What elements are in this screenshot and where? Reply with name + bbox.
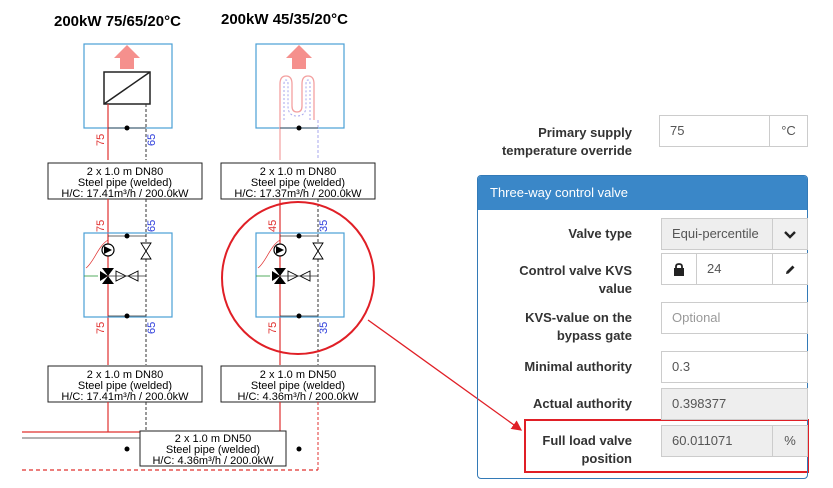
kvs-label: Control valve KVS value [478, 262, 632, 298]
left-valve-station-box[interactable] [83, 232, 173, 318]
right-return-temp-bottom: 35 [318, 322, 330, 334]
right-supply-temp-mid: 45 [267, 220, 279, 232]
right-floor-heating-icon [279, 75, 315, 120]
left-pipe-box-top[interactable] [47, 162, 203, 200]
left-return-temp-mid: 65 [146, 220, 158, 232]
left-pipe-top-line3: H/C: 17.41m³/h / 200.0kW [61, 188, 189, 200]
highlight-box [524, 419, 809, 473]
full-load-label-line1: Full load valve [542, 433, 632, 448]
left-pipe-bottom-line2: Steel pipe (welded) [78, 380, 172, 392]
minimal-authority-label: Minimal authority [524, 359, 632, 374]
kvs-label-line2: value [598, 281, 632, 296]
bypass-label: KVS-value on the bypass gate [478, 309, 632, 345]
actual-authority-value: 0.398377 [661, 388, 808, 420]
left-pipe-top-line1: 2 x 1.0 m DN80 [87, 166, 163, 178]
left-pipe-bottom-line3: H/C: 17.41m³/h / 200.0kW [61, 391, 189, 403]
highlight-circle [221, 201, 375, 355]
right-circuit-title: 200kW 45/35/20°C [221, 11, 348, 28]
primary-supply-label-line2: temperature override [501, 143, 632, 158]
right-valve-station-box[interactable] [255, 232, 345, 318]
right-pipe-bottom-line3: H/C: 4.36m³/h / 200.0kW [237, 391, 359, 403]
three-way-valve-panel: Three-way control valve [477, 175, 808, 479]
right-balancing-valve-icon [312, 242, 324, 260]
left-circuit-title: 200kW 75/65/20°C [54, 13, 181, 30]
main-pipe-line2: Steel pipe (welded) [166, 444, 260, 456]
primary-supply-input[interactable]: 75 [659, 115, 770, 147]
kvs-edit-button[interactable] [772, 253, 808, 285]
valve-type-label: Valve type [568, 226, 632, 241]
kvs-lock-button[interactable] [661, 253, 697, 285]
left-supply-temp-mid: 75 [95, 220, 107, 232]
right-heat-up-arrow-icon [286, 45, 312, 69]
primary-supply-unit: °C [769, 115, 808, 147]
primary-supply-label: Primary supply temperature override [478, 124, 632, 160]
valve-type-select[interactable]: Equi-percentile [661, 218, 773, 250]
left-return-temp-bottom: 65 [146, 322, 158, 334]
full-load-label: Full load valve position [478, 432, 632, 468]
right-pipe-bottom-line1: 2 x 1.0 m DN50 [260, 369, 336, 381]
right-return-temp-mid: 35 [318, 220, 330, 232]
bypass-input[interactable]: Optional [661, 302, 808, 334]
left-pipe-top-line2: Steel pipe (welded) [78, 177, 172, 189]
bypass-label-line1: KVS-value on the [525, 310, 632, 325]
left-pipe-box-bottom[interactable] [47, 365, 203, 403]
full-load-value: 60.011071 [661, 425, 773, 457]
right-pipe-box-bottom[interactable] [220, 365, 376, 403]
actual-authority-label: Actual authority [533, 396, 632, 411]
primary-supply-label-line1: Primary supply [538, 125, 632, 140]
full-load-unit: % [772, 425, 808, 457]
right-pipe-top-line2: Steel pipe (welded) [251, 177, 345, 189]
left-supply-temp-top: 75 [95, 134, 107, 146]
pencil-icon [786, 265, 795, 274]
left-pipe-bottom-line1: 2 x 1.0 m DN80 [87, 369, 163, 381]
bypass-label-line2: bypass gate [556, 328, 632, 343]
kvs-input[interactable]: 24 [696, 253, 773, 285]
main-pipe-box[interactable] [139, 430, 287, 467]
lock-icon [674, 263, 684, 277]
minimal-authority-input[interactable]: 0.3 [661, 351, 808, 383]
left-supply-temp-bottom: 75 [95, 322, 107, 334]
full-load-label-line2: position [581, 451, 632, 466]
main-pipe-line1: 2 x 1.0 m DN50 [175, 433, 251, 445]
left-balancing-valve-icon [140, 242, 152, 260]
right-pipe-box-top[interactable] [220, 162, 376, 200]
right-supply-temp-bottom: 75 [267, 322, 279, 334]
panel-title: Three-way control valve [478, 176, 807, 210]
right-pipe-bottom-line2: Steel pipe (welded) [251, 380, 345, 392]
right-pipe-top-line1: 2 x 1.0 m DN80 [260, 166, 336, 178]
left-return-temp-top: 65 [146, 134, 158, 146]
left-heat-up-arrow-icon [114, 45, 140, 69]
valve-type-dropdown-button[interactable] [772, 218, 808, 250]
right-pipe-top-line3: H/C: 17.37m³/h / 200.0kW [234, 188, 362, 200]
main-pipe-line3: H/C: 4.36m³/h / 200.0kW [152, 455, 274, 467]
kvs-label-line1: Control valve KVS [519, 263, 632, 278]
chevron-down-icon [784, 230, 796, 239]
highlight-connector-line [367, 319, 523, 431]
